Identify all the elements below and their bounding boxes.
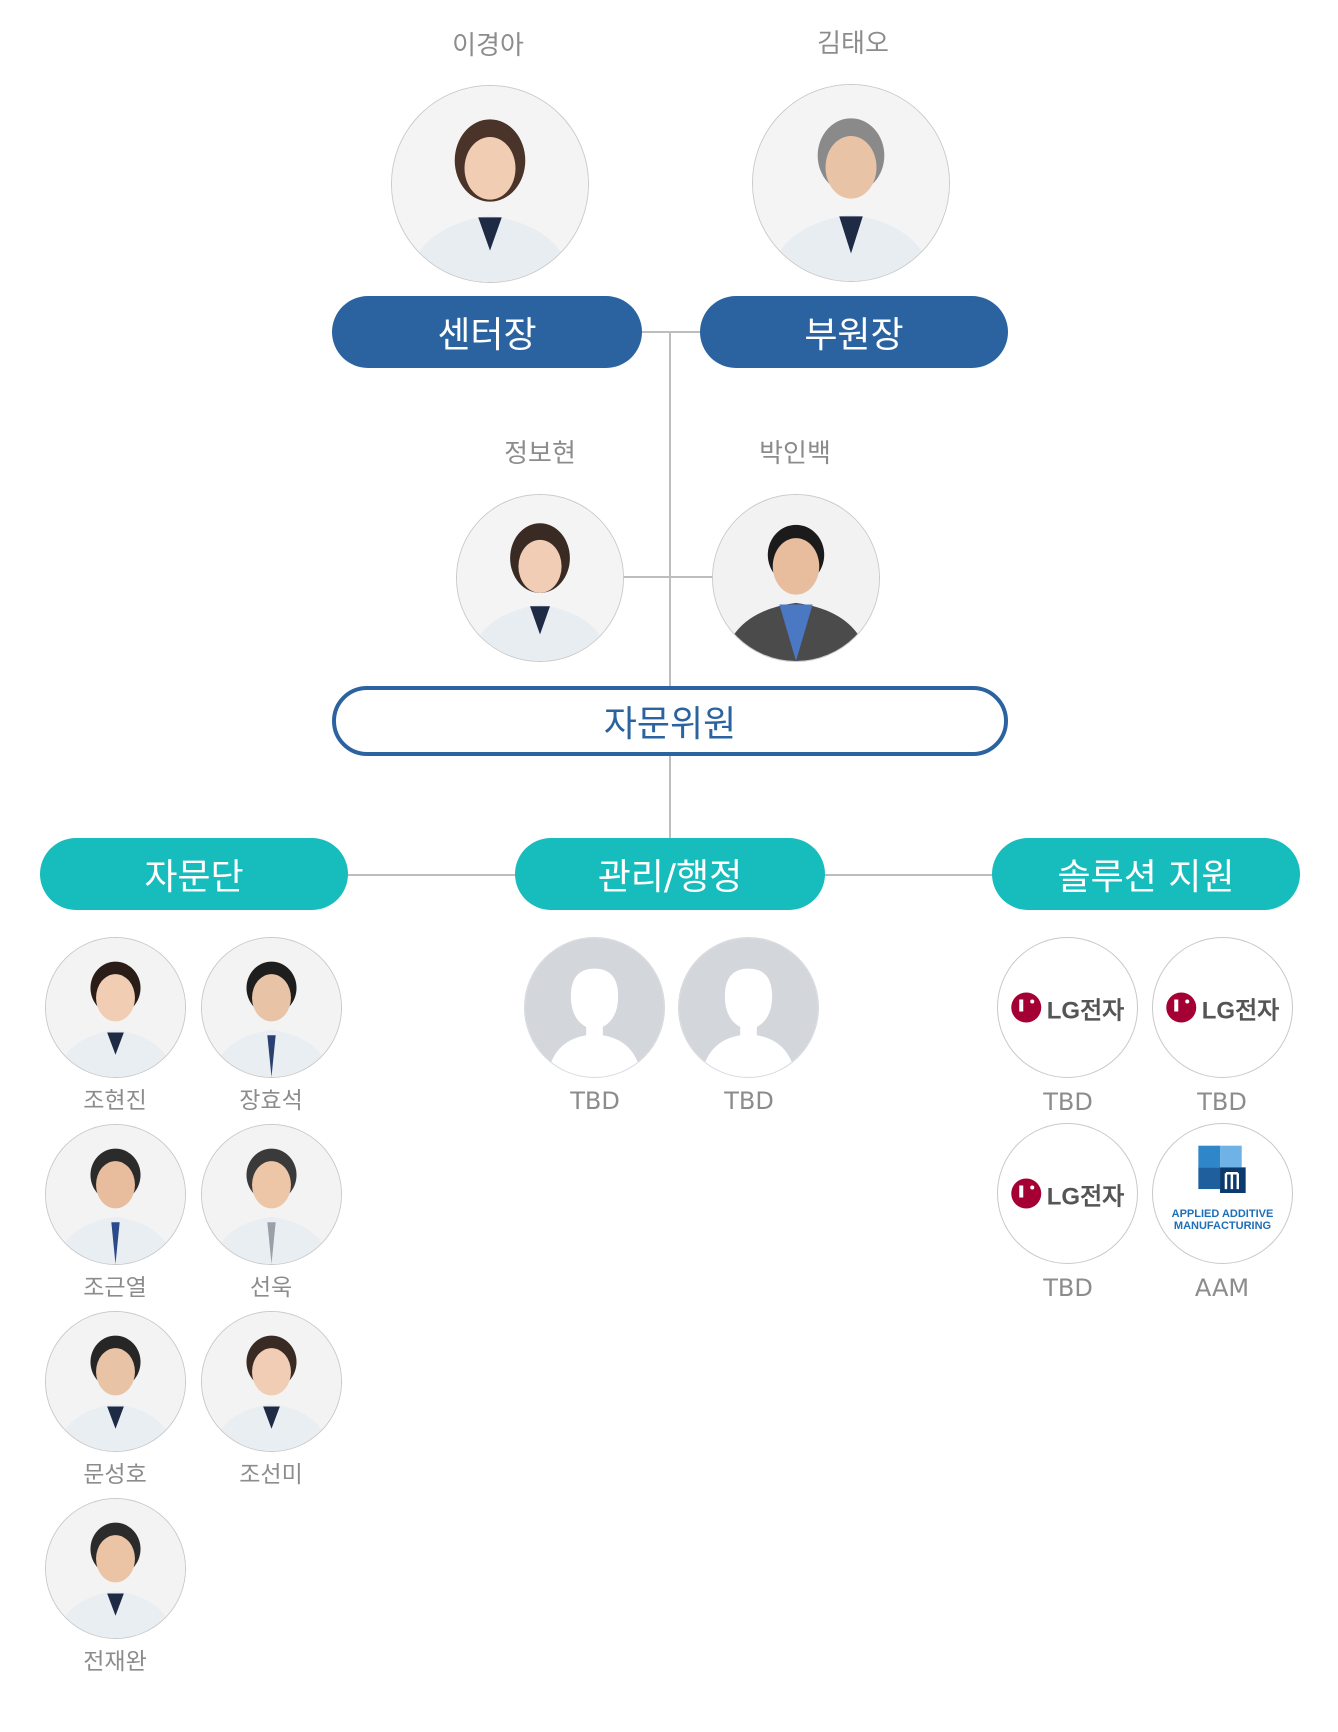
person-silhouette-icon: [202, 938, 341, 1077]
advisor-photo: [45, 1311, 186, 1452]
lg-symbol-icon: [1010, 1178, 1041, 1209]
committee-member-photo: [456, 494, 624, 662]
member-name: 장효석: [239, 1088, 303, 1114]
member-name: 조선미: [239, 1462, 303, 1488]
leader-photo: [752, 84, 950, 282]
person-silhouette-icon: [202, 1312, 341, 1451]
committee-pill: 자문위원: [332, 686, 1008, 756]
partner-logo-text: APPLIED ADDITIVE MANUFACTURING: [1171, 1208, 1274, 1232]
person-silhouette-icon: [46, 1125, 185, 1264]
person-placeholder-icon: [525, 938, 664, 1077]
connector-leaders: [642, 331, 700, 333]
member-name: 전재완: [83, 1649, 147, 1675]
partner-logo-text: LG전자: [1046, 1183, 1125, 1210]
person-silhouette-icon: [46, 1499, 185, 1638]
member-name: TBD: [570, 1087, 620, 1115]
person-silhouette-icon: [392, 86, 588, 282]
placeholder-avatar: [524, 937, 665, 1078]
lg-symbol-icon: [1010, 992, 1041, 1023]
advisor-photo: [45, 1124, 186, 1265]
partner-logo-text: LG전자: [1046, 997, 1125, 1024]
advisor-photo: [201, 1124, 342, 1265]
person-silhouette-icon: [713, 495, 879, 661]
lg-logo: LG전자: [1165, 990, 1280, 1025]
member-name: 조현진: [83, 1088, 147, 1114]
partner-logo-circle: LG전자: [997, 937, 1138, 1078]
team-pill-advisory: 자문단: [40, 838, 348, 910]
committee-member-name: 박인백: [759, 439, 831, 469]
committee-member-name: 정보현: [504, 439, 576, 469]
aam-cube-icon: [1198, 1145, 1246, 1194]
member-name: 조근열: [83, 1275, 147, 1301]
leader-name: 김태오: [817, 29, 889, 59]
lg-logo: LG전자: [1010, 1176, 1125, 1211]
member-name: 문성호: [83, 1462, 147, 1488]
connector-committee: [624, 576, 712, 578]
team-pill-admin: 관리/행정: [515, 838, 825, 910]
person-silhouette-icon: [457, 495, 623, 661]
aam-logo: APPLIED ADDITIVE MANUFACTURING: [1153, 1124, 1292, 1263]
person-silhouette-icon: [753, 85, 949, 281]
placeholder-avatar: [678, 937, 819, 1078]
partner-logo-circle: LG전자: [997, 1123, 1138, 1264]
person-silhouette-icon: [46, 1312, 185, 1451]
role-pill-center-head: 센터장: [332, 296, 642, 368]
partner-logo-text: LG전자: [1201, 997, 1280, 1024]
role-pill-vice-director: 부원장: [700, 296, 1008, 368]
lg-logo: LG전자: [1010, 990, 1125, 1025]
advisor-photo: [45, 937, 186, 1078]
person-silhouette-icon: [202, 1125, 341, 1264]
member-name: AAM: [1194, 1274, 1250, 1302]
person-placeholder-icon: [679, 938, 818, 1077]
lg-symbol-icon: [1165, 992, 1196, 1023]
member-name: TBD: [1197, 1088, 1247, 1116]
member-name: 선욱: [249, 1275, 293, 1301]
member-name: TBD: [1043, 1088, 1093, 1116]
team-pill-solution: 솔루션 지원: [992, 838, 1300, 910]
advisor-photo: [201, 937, 342, 1078]
person-silhouette-icon: [46, 938, 185, 1077]
partner-logo-circle: APPLIED ADDITIVE MANUFACTURING: [1152, 1123, 1293, 1264]
partner-logo-circle: LG전자: [1152, 937, 1293, 1078]
committee-member-photo: [712, 494, 880, 662]
advisor-photo: [201, 1311, 342, 1452]
leader-name: 이경아: [452, 31, 524, 61]
member-name: TBD: [1043, 1274, 1093, 1302]
leader-photo: [391, 85, 589, 283]
connector-trunk: [669, 333, 671, 838]
advisor-photo: [45, 1498, 186, 1639]
member-name: TBD: [724, 1087, 774, 1115]
